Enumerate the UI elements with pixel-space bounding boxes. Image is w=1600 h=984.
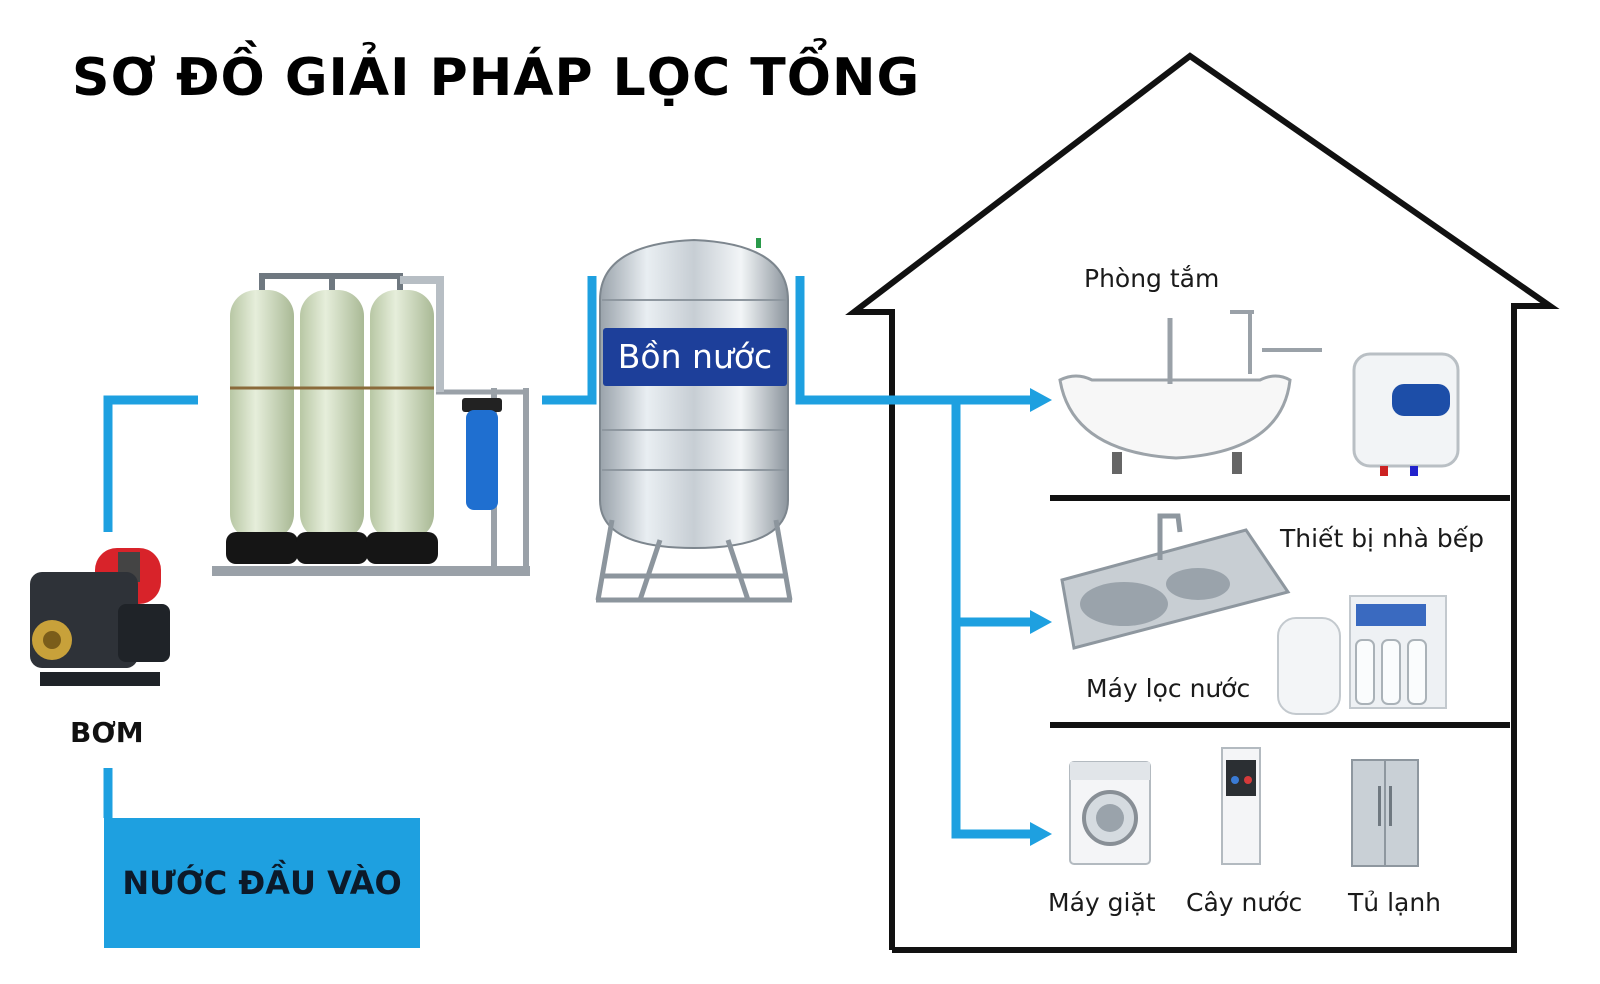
appliance-label-fridge: Tủ lạnh — [1348, 888, 1442, 917]
intake-box: NƯỚC ĐẦU VÀO — [104, 818, 420, 948]
house-outline — [845, 52, 1560, 953]
appliance-label-purifier: Máy lọc nước — [1086, 674, 1251, 703]
refrigerator-icon — [1351, 759, 1419, 867]
water-heater-icon — [1352, 352, 1460, 476]
arrow-to-kitchen-icon — [1030, 610, 1052, 634]
pump-label: BƠM — [70, 716, 144, 749]
water-dispenser-icon — [1221, 747, 1261, 865]
ro-water-purifier-icon — [1277, 595, 1447, 715]
appliance-label-washer: Máy giặt — [1048, 888, 1156, 917]
stainless-water-tank-icon — [595, 238, 793, 603]
appliance-label-dispenser: Cây nước — [1186, 888, 1303, 917]
water-pump-icon — [30, 548, 170, 686]
tank-label: Bồn nước — [603, 328, 787, 386]
washing-machine-icon — [1069, 761, 1151, 865]
intake-label: NƯỚC ĐẦU VÀO — [122, 864, 402, 902]
kitchen-sink-icon — [1060, 513, 1291, 650]
room-label-bathroom: Phòng tắm — [1084, 264, 1220, 293]
room-label-kitchen: Thiết bị nhà bếp — [1280, 524, 1485, 553]
diagram-title: SƠ ĐỒ GIẢI PHÁP LỌC TỔNG — [72, 48, 921, 108]
arrow-to-appliances-icon — [1030, 822, 1052, 846]
pipe-network — [103, 276, 1030, 839]
filter-columns-icon — [212, 273, 530, 576]
arrow-to-bathroom-icon — [1030, 388, 1052, 412]
flow-arrows — [1030, 388, 1052, 846]
bathtub-icon — [1058, 310, 1322, 474]
